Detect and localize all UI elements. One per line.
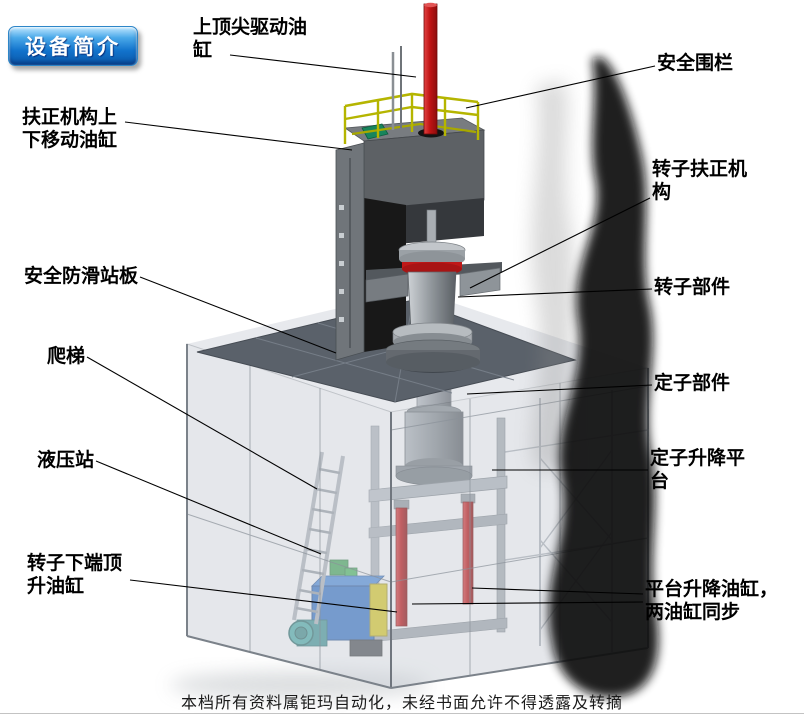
leader-centering-cylinder: [124, 121, 353, 151]
leader-ladder: [86, 356, 318, 490]
label-rotor-bottom-jack-cylinder: 转子下端顶 升油缸: [27, 553, 123, 598]
label-rotor-part: 转子部件: [654, 277, 731, 298]
label-stator-part: 定子部件: [654, 373, 731, 394]
footer-watermark: 本档所有资料属钜玛自动化，未经书面允许不得透露及转摘: [180, 695, 623, 712]
label-centering-move-cylinder: 扶正机构上 下移动油缸: [22, 107, 118, 152]
label-stator-lift-platform: 定子升降平 台: [650, 448, 746, 493]
main-column: [335, 142, 406, 361]
rotor-assembly: [365, 209, 502, 372]
platform-lift-cylinders-graphic: [393, 493, 476, 627]
leader-rotor-part: [457, 288, 653, 298]
head-box: [343, 117, 486, 244]
label-rotor-centering-mechanism: 转子扶正机 构: [652, 159, 748, 204]
rotor-body: [407, 271, 457, 331]
label-ladder: 爬梯: [47, 346, 86, 367]
centering-arm-left: [365, 273, 409, 303]
label-platform-lift-cylinders: 平台升降油缸， 两油缸同步: [645, 579, 779, 624]
leader-rotor-centering: [469, 197, 651, 289]
label-hydraulic-station: 液压站: [37, 450, 95, 471]
centering-arm-right: [459, 267, 501, 297]
smoke-shadow: [531, 57, 659, 698]
title-badge: 设备简介: [8, 26, 138, 66]
leader-platform-cylinders-1: [471, 587, 644, 595]
top-drive-cylinder-graphic: [391, 2, 438, 135]
leader-safety-fence: [465, 65, 656, 109]
leader-lines: [86, 54, 656, 613]
safety-fence-graphic: [343, 92, 480, 144]
leader-hydraulic-station: [95, 460, 322, 555]
leader-top-drive-cylinder: [229, 54, 417, 78]
leader-jack-cylinder: [129, 579, 398, 613]
bottom-divider: [0, 713, 804, 714]
label-anti-slip-board: 安全防滑站板: [24, 266, 139, 287]
label-top-drive-cylinder: 上顶尖驱动油 缸: [193, 17, 308, 62]
label-safety-fence: 安全围栏: [657, 53, 734, 74]
column-bolts: [339, 205, 344, 322]
leader-anti-slip-board: [139, 276, 337, 354]
leader-platform-cylinders-2: [411, 601, 644, 605]
leader-stator-part: [466, 384, 653, 395]
